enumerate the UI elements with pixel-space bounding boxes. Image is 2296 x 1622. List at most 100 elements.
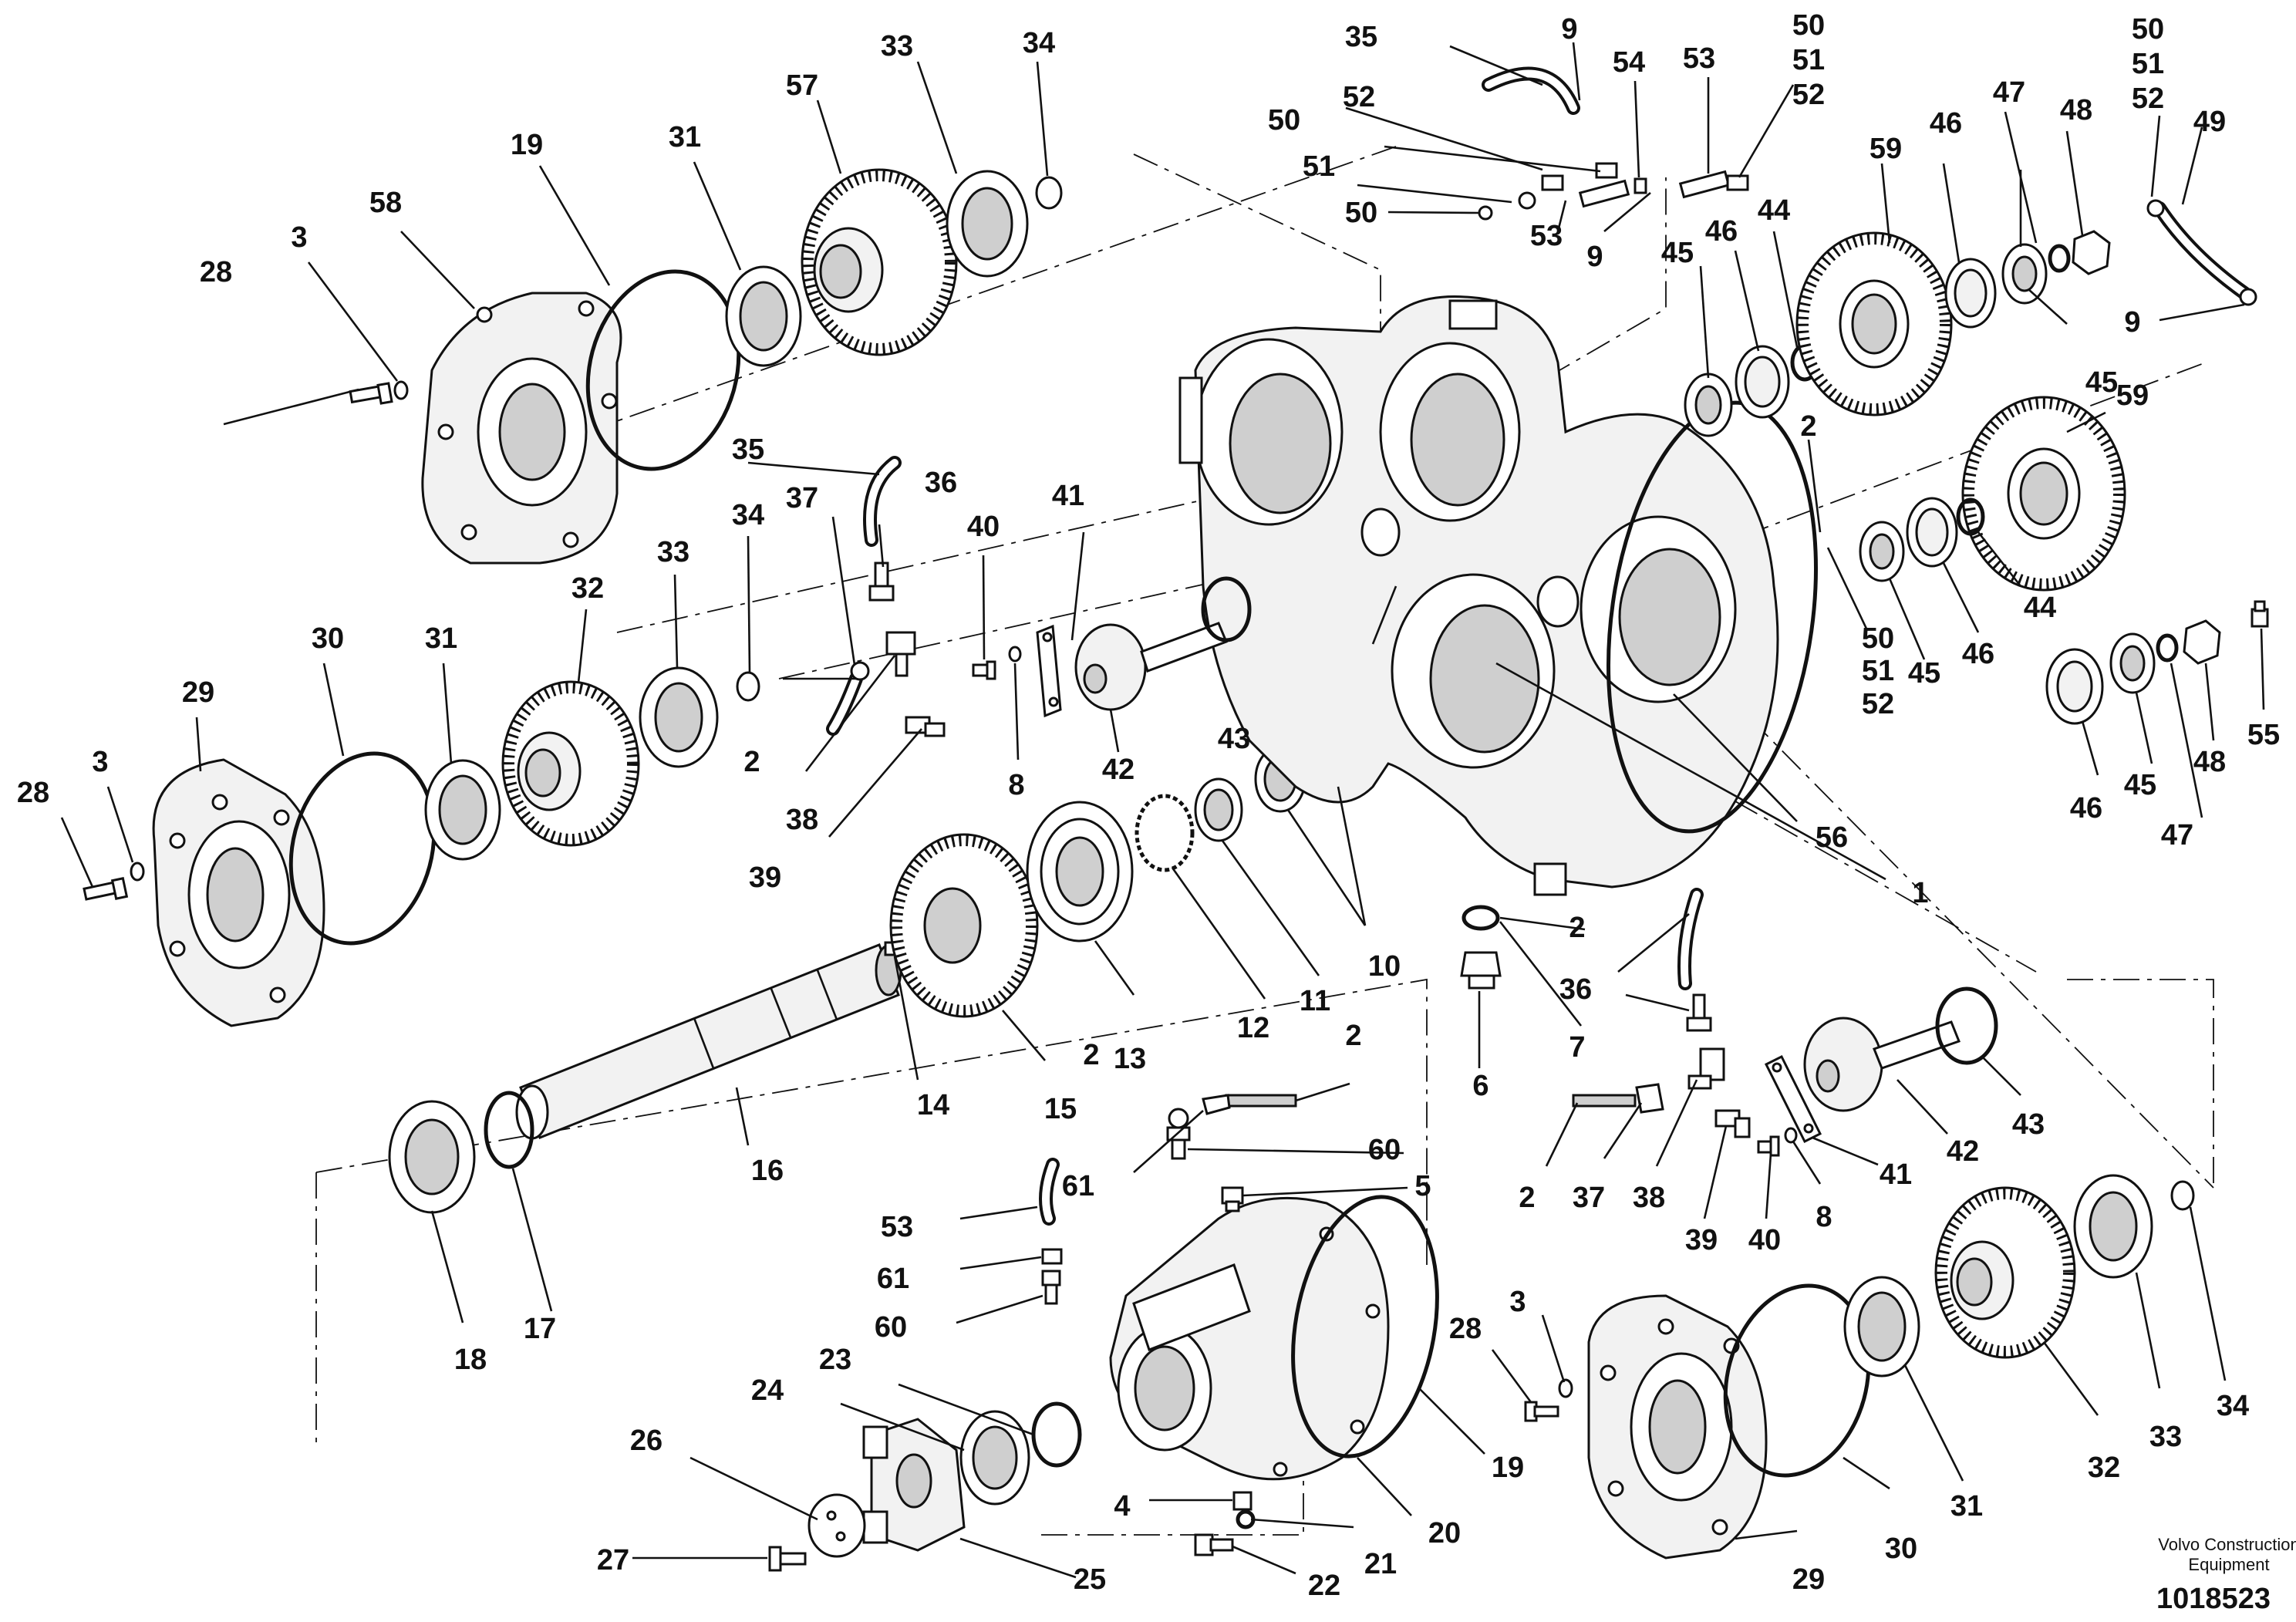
- callout-14: 14: [917, 1089, 949, 1121]
- callout-33: 33: [881, 30, 913, 62]
- callout-56: 56: [1816, 821, 1848, 854]
- callout-labels: 1 2 2 2 2 2 2 3 3 3 4 5 6 7 8 8 9 9 9 10…: [17, 9, 2280, 1602]
- callout-50: 50: [1345, 197, 1377, 229]
- washer-8-upper: [1008, 646, 1022, 663]
- callout-51: 51: [1303, 150, 1335, 183]
- callout-58: 58: [369, 187, 402, 219]
- taper-bearing-45-d: [2109, 632, 2156, 694]
- callout-46: 46: [1705, 215, 1738, 248]
- snap-ring-17: [484, 1091, 534, 1169]
- callout-38: 38: [1633, 1182, 1665, 1214]
- callout-34: 34: [732, 499, 764, 531]
- callout-44: 44: [1758, 194, 1790, 227]
- lock-washer-12: [1135, 794, 1195, 872]
- hose-53-lower: [1039, 1158, 1060, 1226]
- cup-46-c: [1906, 497, 1958, 568]
- gear-32-right: [1934, 1186, 2076, 1359]
- seal-24: [959, 1410, 1030, 1506]
- callout-61: 61: [877, 1263, 909, 1295]
- callout-13: 13: [1114, 1043, 1146, 1075]
- callout-44: 44: [2024, 592, 2056, 624]
- callout-39: 39: [749, 862, 781, 894]
- callout-6: 6: [1472, 1070, 1489, 1102]
- o-ring-23: [1031, 1401, 1082, 1468]
- callout-48: 48: [2060, 94, 2092, 126]
- washer-3-right: [1558, 1378, 1573, 1398]
- callout-22: 22: [1308, 1570, 1340, 1602]
- callout-28: 28: [1449, 1313, 1482, 1345]
- callout-20: 20: [1428, 1517, 1461, 1549]
- washer-8-lower: [1784, 1127, 1798, 1144]
- brand-name: Volvo Construction: [2158, 1535, 2296, 1554]
- callout-27: 27: [597, 1544, 629, 1576]
- cover-29-right: [1587, 1294, 1768, 1560]
- callout-55: 55: [2247, 719, 2280, 751]
- callout-8: 8: [1816, 1201, 1832, 1233]
- callout-47: 47: [1993, 76, 2025, 109]
- gear-59-upper: [1795, 231, 1953, 416]
- callout-39: 39: [1685, 1224, 1718, 1256]
- bearing-31-upper: [725, 265, 802, 367]
- plug-4: [1232, 1491, 1253, 1511]
- gear-59-lower: [1961, 396, 2126, 592]
- callout-53: 53: [1683, 42, 1715, 75]
- callout-45: 45: [1661, 237, 1694, 269]
- callout-53: 53: [1530, 220, 1563, 252]
- shim-34-right: [2170, 1180, 2195, 1211]
- hose-2-lower-mid: [1572, 1083, 1664, 1114]
- callout-2: 2: [743, 746, 760, 778]
- callout-3: 3: [1509, 1286, 1526, 1318]
- callout-2: 2: [1569, 912, 1585, 944]
- bearing-33-right: [2073, 1174, 2153, 1279]
- callout-21: 21: [1364, 1548, 1397, 1580]
- callout-40: 40: [1748, 1224, 1781, 1256]
- callout-1: 1: [1912, 877, 1928, 909]
- callout-11: 11: [1300, 985, 1330, 1017]
- cover-29-left: [152, 758, 325, 1027]
- fitting-61-upper: [1168, 1108, 1189, 1129]
- callout-59: 59: [1870, 133, 1902, 165]
- callout-50: 50: [2132, 13, 2164, 46]
- drawing-number: 1018523: [2156, 1583, 2271, 1615]
- callout-41: 41: [1880, 1158, 1912, 1191]
- plate-41-upper: [1036, 624, 1062, 718]
- bolt-28-upper: [349, 382, 393, 405]
- callout-33: 33: [657, 536, 689, 568]
- cup-46-d: [2045, 648, 2104, 725]
- nut-48-a: [2072, 230, 2111, 275]
- hose-2-lower: [1202, 1094, 1297, 1115]
- o-ring-30-right: [1723, 1283, 1871, 1478]
- callout-19: 19: [1492, 1452, 1524, 1484]
- hose-2-upper-left: [826, 661, 870, 736]
- callout-46: 46: [2070, 792, 2102, 824]
- fitting-61-lower: [1041, 1248, 1063, 1265]
- callout-30: 30: [312, 622, 344, 655]
- shaft-42-upper: [1074, 622, 1228, 711]
- callout-42: 42: [1947, 1135, 1979, 1168]
- callout-54: 54: [1613, 46, 1645, 79]
- brand-block: Volvo Construction Equipment 1018523: [2156, 1535, 2296, 1615]
- callout-26: 26: [630, 1425, 663, 1457]
- bearing-33-left: [639, 666, 719, 768]
- callout-43: 43: [2012, 1108, 2045, 1141]
- hose-35-mid: [863, 456, 902, 547]
- o-ring-19-upper: [585, 269, 741, 471]
- callout-2: 2: [1800, 410, 1816, 443]
- bolt-28-right: [1524, 1401, 1559, 1422]
- bearing-18: [388, 1100, 476, 1214]
- callout-3: 3: [92, 746, 108, 778]
- callout-50: 50: [1792, 9, 1825, 42]
- callout-60: 60: [1368, 1134, 1401, 1166]
- callout-45: 45: [2085, 366, 2118, 399]
- fitting-36-upper: [868, 561, 895, 602]
- callout-37: 37: [786, 482, 818, 514]
- nut-11: [1194, 777, 1243, 842]
- callout-51: 51: [1792, 44, 1825, 76]
- pipe-49: [2146, 199, 2257, 306]
- callout-4: 4: [1114, 1490, 1130, 1523]
- callout-8: 8: [1008, 769, 1024, 801]
- shim-44-b: [1956, 497, 1985, 536]
- ball-bearing-13: [1026, 801, 1134, 943]
- plug-5: [1221, 1186, 1244, 1212]
